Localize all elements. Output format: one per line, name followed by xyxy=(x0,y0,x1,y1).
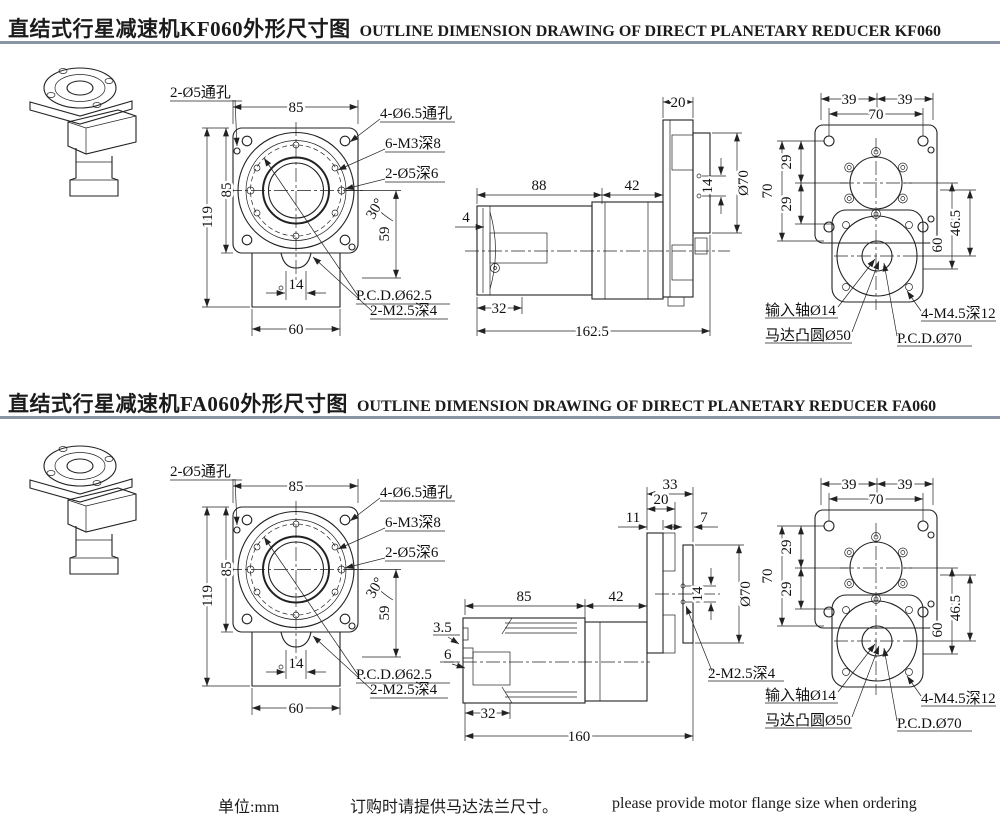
dim-text: 14 xyxy=(700,178,716,194)
order-note-zh: 订购时请提供马达法兰尺寸。 xyxy=(350,799,559,816)
dim-text: Ø70 xyxy=(738,581,754,607)
dim-text: 85 xyxy=(289,100,304,116)
kf060-top-dimensions: 39 39 70 70 29 29 46.5 60 输入轴Ø14 马达凸圆Ø50… xyxy=(758,90,996,348)
dim-text: 46.5 xyxy=(948,595,964,621)
dim-label: P.C.D.Ø62.5 xyxy=(356,667,432,683)
dim-text: 85 xyxy=(289,479,304,495)
dim-label: 4-M4.5深12 xyxy=(921,305,996,322)
dim-text: 30° xyxy=(363,196,387,222)
dim-text: 119 xyxy=(200,585,216,607)
dim-text: 88 xyxy=(532,178,547,194)
dim-text: 20 xyxy=(671,95,686,111)
dim-text: 39 xyxy=(898,92,913,108)
dim-text: 4 xyxy=(462,210,470,226)
kf060-title-rule xyxy=(0,41,1000,44)
dim-text: 60 xyxy=(930,623,946,638)
dim-text: 29 xyxy=(779,540,795,555)
kf060-front-dimensions: 2-Ø5通孔 85 4-Ø6.5通孔 6-M3深8 2-Ø5深6 119 85 … xyxy=(170,84,452,341)
dim-label: 2-M2.5深4 xyxy=(370,302,438,319)
dim-label: 6-M3深8 xyxy=(385,514,441,531)
dim-text: Ø70 xyxy=(736,170,752,196)
kf060-side-view: 20 88 42 4 Ø70 14 32 162.5 xyxy=(455,93,755,343)
dim-text: 14 xyxy=(289,277,305,293)
dim-text: 39 xyxy=(842,92,857,108)
dim-label: 2-M2.5深4 xyxy=(708,665,776,682)
dim-label: 4-M4.5深12 xyxy=(921,690,996,707)
kf060-title-zh: 直结式行星减速机KF060外形尺寸图 xyxy=(8,17,351,41)
dim-text: 20 xyxy=(654,492,669,508)
fa060-title-rule xyxy=(0,416,1000,419)
dim-text: 59 xyxy=(377,606,393,621)
fa060-side-view: 33 20 11 7 85 42 3.5 6 Ø70 14 2-M2.5深4 3… xyxy=(433,477,784,748)
dim-text: 33 xyxy=(663,477,678,493)
dim-text: 85 xyxy=(517,589,532,605)
dim-text: 11 xyxy=(626,510,640,526)
fa060-title-en: OUTLINE DIMENSION DRAWING OF DIRECT PLAN… xyxy=(356,398,937,415)
dim-label: 马达凸圆Ø50 xyxy=(765,712,851,729)
fa060-title-zh: 直结式行星减速机FA060外形尺寸图 xyxy=(8,392,348,416)
fa060-section: 2-Ø5通孔 85 4-Ø6.5通孔 6-M3深8 2-Ø5深6 119 85 … xyxy=(29,445,996,748)
fa060-front-dimensions: 2-Ø5通孔 85 4-Ø6.5通孔 6-M3深8 2-Ø5深6 119 85 … xyxy=(170,463,452,720)
dim-text: 14 xyxy=(289,656,305,672)
dim-label: P.C.D.Ø70 xyxy=(897,716,962,732)
dim-label: 6-M3深8 xyxy=(385,135,441,152)
dim-text: 42 xyxy=(609,589,624,605)
dim-text: 7 xyxy=(700,510,708,526)
dim-text: 60 xyxy=(930,238,946,253)
dim-label: 输入轴Ø14 xyxy=(765,302,836,319)
dim-label: 2-Ø5深6 xyxy=(385,544,439,561)
kf060-section: 2-Ø5通孔 85 4-Ø6.5通孔 6-M3深8 2-Ø5深6 119 85 … xyxy=(29,67,996,348)
dim-label: 4-Ø6.5通孔 xyxy=(380,484,452,501)
dim-text: 70 xyxy=(869,107,884,123)
dim-label: 输入轴Ø14 xyxy=(765,687,836,704)
dim-label: 4-Ø6.5通孔 xyxy=(380,105,452,122)
dim-text: 39 xyxy=(842,477,857,493)
dim-text: 39 xyxy=(898,477,913,493)
dim-text: 6 xyxy=(444,647,452,663)
dim-text: 60 xyxy=(289,322,304,338)
dim-text: 70 xyxy=(760,569,776,584)
kf060-title-en: OUTLINE DIMENSION DRAWING OF DIRECT PLAN… xyxy=(359,23,941,40)
fa060-top-dimensions: 39 39 70 70 29 29 46.5 60 输入轴Ø14 马达凸圆Ø50… xyxy=(758,475,996,733)
kf060-isometric-view xyxy=(29,67,137,197)
dim-text: 29 xyxy=(779,197,795,212)
dim-label: 2-M2.5深4 xyxy=(370,681,438,698)
dim-text: 70 xyxy=(760,184,776,199)
dim-text: 29 xyxy=(779,582,795,597)
order-note-en: please provide motor flange size when or… xyxy=(612,795,917,812)
dim-text: 70 xyxy=(869,492,884,508)
dim-text: 42 xyxy=(625,178,640,194)
dim-label: P.C.D.Ø70 xyxy=(897,331,962,347)
dim-text: 30° xyxy=(363,575,387,601)
dim-text: 29 xyxy=(779,155,795,170)
kf060-title: 直结式行星减速机KF060外形尺寸图 OUTLINE DIMENSION DRA… xyxy=(8,13,941,43)
dim-text: 59 xyxy=(377,227,393,242)
dim-label: 马达凸圆Ø50 xyxy=(765,327,851,344)
dim-label: 2-Ø5通孔 xyxy=(170,84,231,101)
dim-text: 3.5 xyxy=(433,620,452,636)
dim-text: 14 xyxy=(690,586,706,602)
dim-text: 60 xyxy=(289,701,304,717)
dim-text: 160 xyxy=(568,729,591,745)
fa060-title: 直结式行星减速机FA060外形尺寸图 OUTLINE DIMENSION DRA… xyxy=(8,388,936,418)
dim-text: 32 xyxy=(481,706,496,722)
dim-label: P.C.D.Ø62.5 xyxy=(356,288,432,304)
unit-note: 单位:mm xyxy=(218,799,280,816)
dim-text: 85 xyxy=(219,562,235,577)
dim-text: 162.5 xyxy=(575,324,609,340)
dim-text: 85 xyxy=(219,183,235,198)
dim-label: 2-Ø5深6 xyxy=(385,165,439,182)
dim-text: 119 xyxy=(200,206,216,228)
dim-text: 32 xyxy=(492,301,507,317)
dim-label: 2-Ø5通孔 xyxy=(170,463,231,480)
dim-text: 46.5 xyxy=(948,210,964,236)
fa060-isometric-view xyxy=(29,445,137,575)
